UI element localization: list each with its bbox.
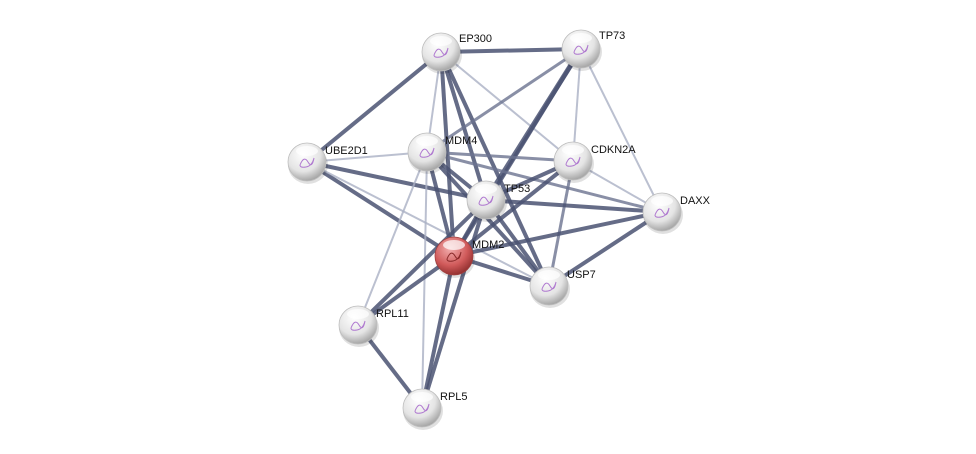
node-ep300[interactable]: EP300	[421, 32, 492, 74]
edge-ube2d1-tp53[interactable]	[306, 160, 487, 202]
edge-tp73-daxx[interactable]	[580, 48, 663, 213]
protein-structure-icon	[478, 195, 494, 206]
node-label: CDKN2A	[591, 144, 636, 156]
edge-ube2d1-usp7[interactable]	[306, 161, 550, 287]
edge-tp53-rpl11[interactable]	[356, 198, 488, 327]
node-label: EP300	[459, 33, 492, 45]
protein-structure-icon	[573, 44, 589, 55]
node-label: TP53	[504, 183, 530, 195]
protein-structure-icon	[433, 47, 449, 58]
protein-structure-icon	[419, 147, 435, 158]
edge-cdkn2a-usp7[interactable]	[547, 160, 575, 287]
protein-structure-icon	[350, 320, 366, 331]
edge-tp73-mdm4[interactable]	[426, 47, 582, 154]
node-mdm4[interactable]: MDM4	[407, 132, 477, 174]
node-label: DAXX	[680, 195, 711, 207]
protein-structure-icon	[446, 251, 462, 262]
node-cdkn2a[interactable]: CDKN2A	[553, 141, 636, 183]
edge-ube2d1-mdm4[interactable]	[306, 151, 428, 163]
node-rpl11[interactable]: RPL11	[338, 305, 409, 347]
edge-tp53-rpl5[interactable]	[420, 199, 488, 409]
node-tp73[interactable]: TP73	[561, 29, 625, 71]
protein-structure-icon	[654, 207, 670, 218]
edge-mdm4-rpl5[interactable]	[421, 151, 428, 409]
node-mdm2[interactable]: MDM2	[434, 236, 504, 278]
node-usp7[interactable]: USP7	[529, 266, 596, 308]
node-label: MDM2	[472, 239, 504, 251]
edge-mdm4-cdkn2a[interactable]	[426, 150, 574, 163]
edge-mdm2-rpl11[interactable]	[356, 254, 456, 327]
node-ube2d1[interactable]: UBE2D1	[287, 142, 368, 184]
node-label: RPL5	[440, 391, 468, 403]
edge-mdm2-daxx[interactable]	[453, 210, 663, 258]
node-label: UBE2D1	[325, 145, 368, 157]
node-label: RPL11	[376, 308, 409, 320]
node-label: USP7	[567, 269, 596, 281]
edge-ube2d1-mdm2[interactable]	[305, 160, 456, 258]
node-daxx[interactable]: DAXX	[642, 192, 711, 234]
node-label: MDM4	[445, 135, 477, 147]
node-tp53[interactable]: TP53	[466, 180, 530, 222]
edge-usp7-daxx[interactable]	[547, 210, 664, 288]
node-label: TP73	[599, 30, 625, 42]
edge-ep300-cdkn2a[interactable]	[440, 51, 574, 162]
edge-ep300-tp73[interactable]	[440, 47, 582, 54]
protein-structure-icon	[565, 156, 581, 167]
node-rpl5[interactable]: RPL5	[402, 388, 468, 430]
edge-ep300-ube2d1[interactable]	[305, 50, 443, 164]
edge-mdm4-rpl11[interactable]	[357, 151, 428, 326]
edge-mdm2-rpl5[interactable]	[420, 255, 456, 409]
edge-tp53-daxx[interactable]	[485, 198, 663, 214]
protein-structure-icon	[414, 403, 430, 414]
protein-structure-icon	[541, 281, 557, 292]
protein-structure-icon	[299, 157, 315, 168]
